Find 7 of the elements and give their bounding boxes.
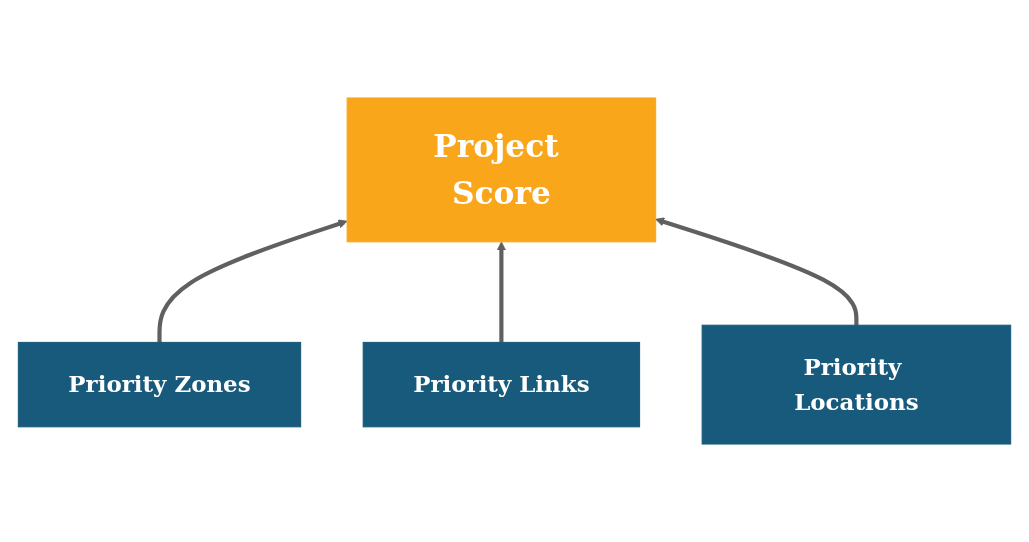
arrow xyxy=(655,217,859,326)
arrow xyxy=(496,241,506,343)
node-box: Project Score xyxy=(346,97,657,243)
node-box: Priority Links xyxy=(362,341,641,428)
arrow xyxy=(157,219,348,343)
node-box: Priority Zones xyxy=(17,341,302,428)
node-box: Priority Locations xyxy=(701,324,1012,445)
